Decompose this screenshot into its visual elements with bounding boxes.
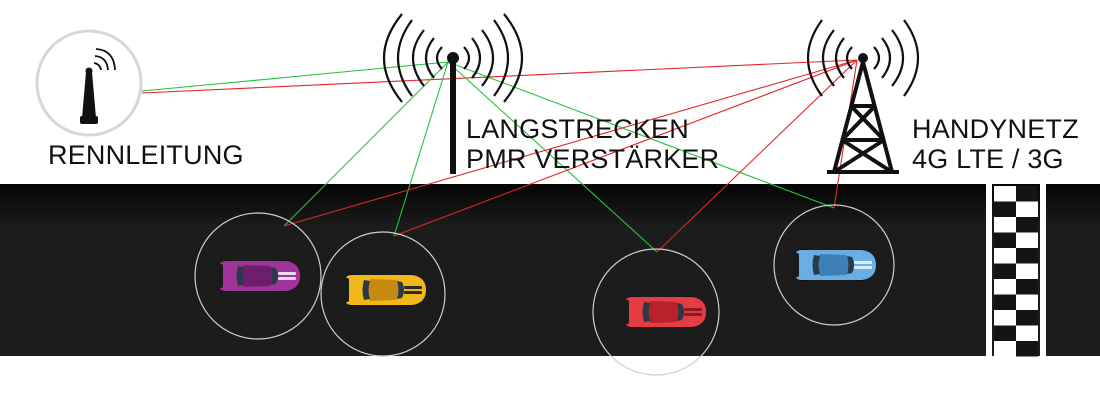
checker-square: [1016, 232, 1038, 248]
range-circle-yellow: [320, 231, 446, 357]
repeater-label-line2: PMR VERSTÄRKER: [466, 144, 720, 174]
checker-square: [994, 279, 1016, 295]
cellular-label: HANDYNETZ 4G LTE / 3G: [912, 114, 1079, 174]
race-control-label: RENNLEITUNG: [48, 140, 244, 170]
checker-square: [994, 248, 1016, 264]
checker-square: [1016, 341, 1038, 357]
cellular-label-line1: HANDYNETZ: [912, 114, 1079, 144]
checker-square: [994, 325, 1016, 341]
checker-square: [1016, 263, 1038, 279]
pmr-link-line: [283, 61, 449, 227]
car-red: [623, 296, 706, 328]
cars: [217, 249, 876, 328]
checker-square: [1016, 279, 1038, 295]
car-blue: [793, 249, 876, 281]
checker-square: [1016, 310, 1038, 326]
checker-square: [1016, 248, 1038, 264]
range-circle-red: [592, 248, 720, 376]
checker-square: [1016, 217, 1038, 233]
checker-square: [994, 217, 1016, 233]
pmr-link-line: [447, 61, 835, 209]
checker-square: [994, 294, 1016, 310]
range-circle-blue: [773, 204, 895, 326]
checker-square: [994, 341, 1016, 357]
race-track: [0, 184, 1100, 356]
cellular-link-line: [283, 59, 858, 227]
repeater-label: LANGSTRECKEN PMR VERSTÄRKER: [466, 114, 719, 174]
checker-square: [994, 201, 1016, 217]
checker-square: [994, 232, 1016, 248]
signal-links: [141, 59, 858, 253]
range-circle-purple: [194, 212, 322, 340]
repeater-label-line1: LANGSTRECKEN: [466, 114, 689, 144]
antenna-mast-icon: [35, 29, 143, 137]
car-purple: [217, 260, 300, 292]
checker-square: [1016, 186, 1038, 202]
cellular-link-line: [141, 59, 858, 94]
cellular-link-line: [656, 59, 858, 253]
pmr-link-line: [393, 61, 449, 237]
checker-square: [1016, 201, 1038, 217]
cellular-label-line2: 4G LTE / 3G: [912, 144, 1064, 174]
pmr-link-line: [141, 61, 449, 92]
car-yellow: [343, 274, 426, 306]
car-range-circles: [194, 204, 895, 376]
checker-square: [1016, 294, 1038, 310]
pmr-link-line: [447, 61, 658, 253]
checker-square: [994, 186, 1016, 202]
checkered-flag-icon: [986, 184, 1046, 357]
checker-square: [1016, 325, 1038, 341]
radio-tower-icon: [383, 13, 523, 174]
cell-tower-icon: [806, 19, 920, 174]
checker-square: [994, 263, 1016, 279]
cellular-link-line: [393, 59, 858, 237]
checker-square: [994, 310, 1016, 326]
